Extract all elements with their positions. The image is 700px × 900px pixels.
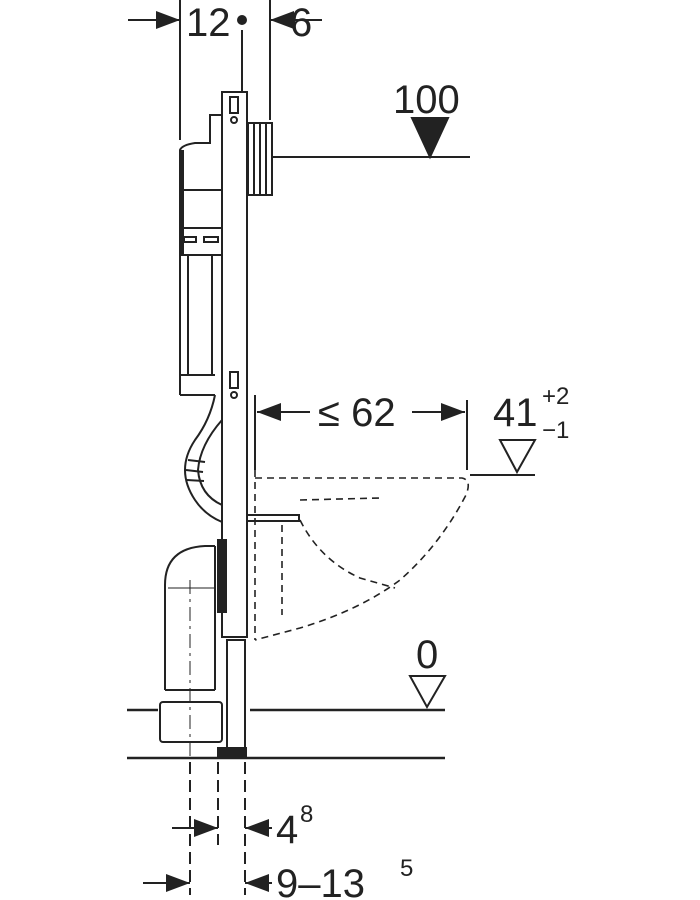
flush-pipe-bend [184, 394, 223, 523]
floor-level-marker-icon [408, 675, 447, 710]
dim-62-label: ≤ 62 [318, 391, 396, 435]
waste-elbow [159, 539, 227, 760]
bottom-dimensions [143, 762, 272, 895]
dim-100-label: 100 [393, 78, 460, 122]
projection-dimension [254, 395, 537, 476]
dim-6-label: 6 [290, 1, 312, 45]
fixing-bolt [246, 514, 300, 522]
level-marker-open-icon [498, 439, 537, 475]
level-marker-filled-icon [410, 117, 450, 160]
dim-41-tol-plus: +2 [542, 383, 569, 410]
center-dot-icon [237, 15, 247, 25]
dim-4-8-superscript: 8 [300, 801, 313, 828]
dim-9-13-5-superscript: 5 [400, 855, 413, 882]
dim-41-label: 41 [493, 391, 538, 435]
installation-frame [217, 91, 248, 757]
dim-4-8-label: 4 [276, 808, 298, 852]
top-dimension [128, 0, 322, 140]
flush-plate [247, 117, 470, 196]
dim-12-label: 12 [186, 1, 231, 45]
dim-41-tol-minus: −1 [542, 417, 569, 444]
dim-9-13-5-label: 9–13 [276, 862, 365, 900]
cistern [179, 114, 222, 396]
wc-bowl-outline [254, 470, 470, 641]
dim-0-label: 0 [416, 633, 438, 677]
floor-lines [127, 675, 447, 760]
